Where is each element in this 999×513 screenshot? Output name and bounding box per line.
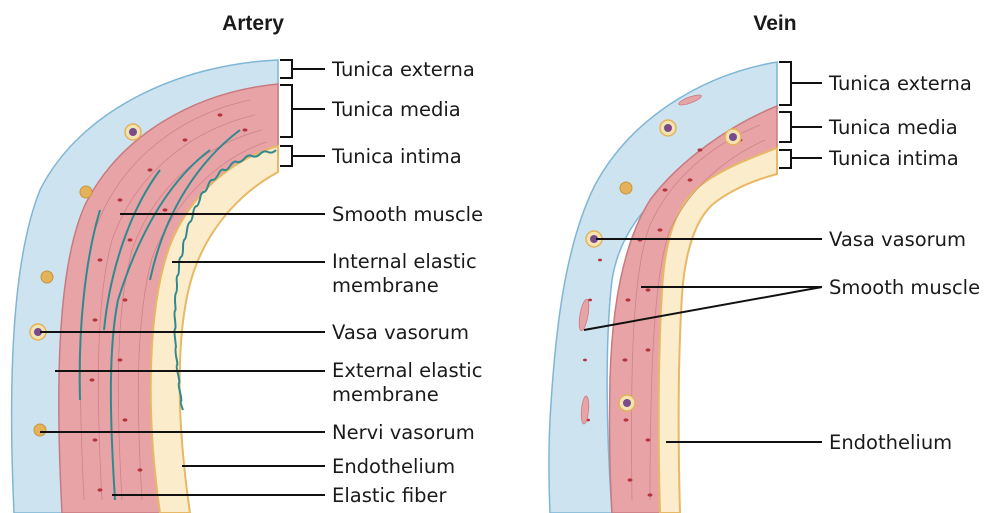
artery-label-external-elastic-line1: External elastic [332,359,482,382]
artery-label-external-elastic-line2: membrane [332,383,439,406]
vein-labels: Vein Tunica externa Tunica media Tunica … [753,12,980,454]
artery-label-nervi-vasorum: Nervi vasorum [332,421,475,444]
artery-label-elastic-fiber: Elastic fiber [332,484,447,507]
artery-label-internal-elastic-line1: Internal elastic [332,250,477,273]
vein-title: Vein [753,12,796,35]
vein-label-tunica-intima: Tunica intima [828,147,959,170]
artery-label-tunica-intima: Tunica intima [331,145,462,168]
artery-label-vasa-vasorum: Vasa vasorum [332,321,469,344]
artery-title: Artery [222,12,284,35]
vein-label-smooth-muscle: Smooth muscle [829,276,980,299]
artery-label-internal-elastic-line2: membrane [332,274,439,297]
vein-label-tunica-media: Tunica media [828,116,958,139]
vein-nerve [620,182,632,194]
artery-illustration [12,60,278,513]
vein-label-tunica-externa: Tunica externa [828,72,972,95]
vein-label-vasa-vasorum: Vasa vasorum [829,228,966,251]
artery-label-endothelium: Endothelium [332,455,455,478]
vein-label-endothelium: Endothelium [829,431,952,454]
artery-label-smooth-muscle: Smooth muscle [332,203,483,226]
artery-label-tunica-media: Tunica media [331,98,461,121]
artery-label-tunica-externa: Tunica externa [331,58,475,81]
